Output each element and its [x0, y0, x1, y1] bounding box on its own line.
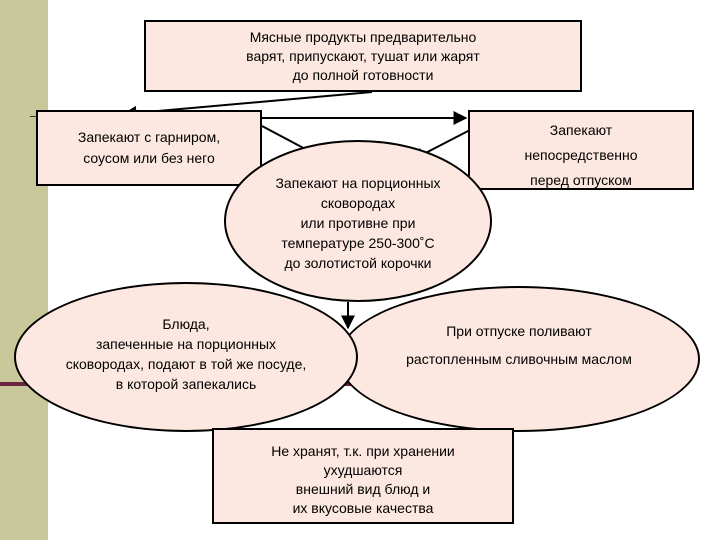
left-ellipse-line: Блюда,: [162, 316, 210, 332]
center-ellipse-line: или противне при: [300, 215, 416, 231]
bottom-box-line: их вкусовые качества: [292, 500, 434, 516]
center-ellipse-line: до золотистой корочки: [284, 255, 432, 271]
bottom-box-line: внешний вид блюд и: [295, 481, 431, 497]
left-ellipse-line: в которой запекались: [115, 376, 257, 392]
left-box-line: Запекают с гарниром,: [77, 129, 221, 145]
left-ellipse: Блюда, запеченные на порционных сковород…: [14, 282, 358, 432]
right-box: Запекают непосредственно перед отпуском: [468, 110, 694, 190]
edge-tick: [30, 116, 38, 117]
center-ellipse-line: сковородах: [320, 195, 396, 211]
right-box-line: непосредственно: [524, 147, 638, 163]
right-box-line: Запекают: [549, 122, 613, 138]
left-ellipse-line: сковородах, подают в той же посуде,: [65, 356, 307, 372]
center-ellipse: Запекают на порционных сковородах или пр…: [224, 140, 492, 302]
bottom-box-line: Не хранят, т.к. при хранении: [271, 443, 455, 459]
bottom-box: Не хранят, т.к. при хранении ухудшаются …: [212, 428, 514, 524]
center-ellipse-line: Запекают на порционных: [275, 175, 441, 191]
right-box-line: перед отпуском: [530, 172, 632, 188]
right-ellipse: При отпуске поливают растопленным сливоч…: [338, 286, 700, 432]
right-ellipse-line: растопленным сливочным маслом: [406, 351, 632, 367]
center-ellipse-line: температуре 250-300˚С: [281, 235, 435, 251]
left-box: Запекают с гарниром, соусом или без него: [36, 110, 262, 186]
top-box: Мясные продукты предварительно варят, пр…: [144, 20, 582, 92]
top-box-line: варят, припускают, тушат или жарят: [246, 47, 480, 64]
side-band: [0, 0, 48, 540]
left-ellipse-line: запеченные на порционных: [95, 336, 277, 352]
top-box-line: до полной готовности: [292, 66, 434, 83]
bottom-box-line: ухудшаются: [323, 462, 403, 478]
left-box-line: соусом или без него: [83, 150, 215, 166]
top-box-line: Мясные продукты предварительно: [249, 28, 477, 45]
right-ellipse-line: При отпуске поливают: [446, 323, 592, 339]
